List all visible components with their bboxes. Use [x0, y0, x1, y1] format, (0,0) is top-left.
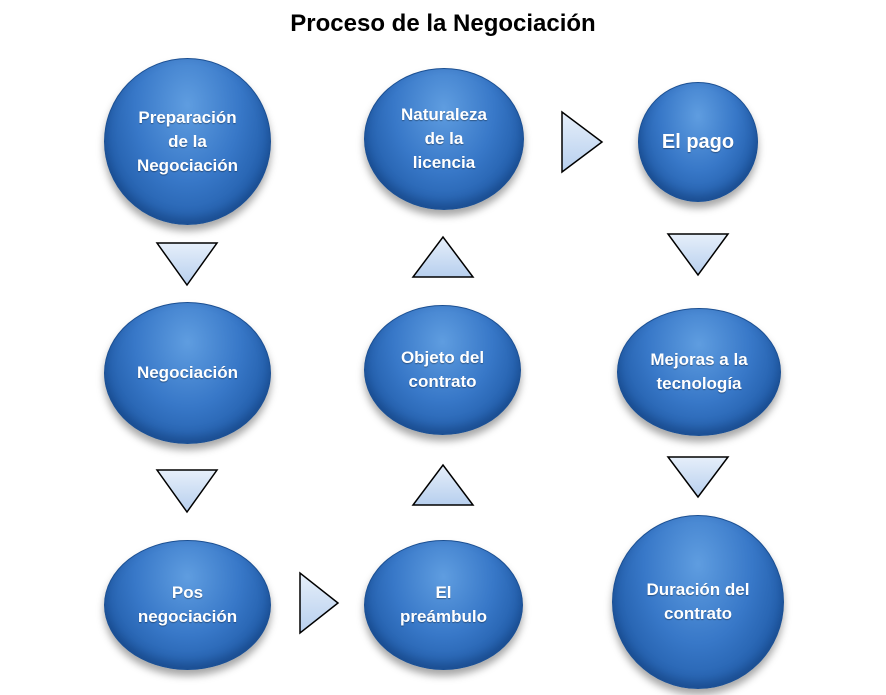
node-label: Duración del contrato	[646, 580, 750, 623]
arrow-up-1	[411, 463, 475, 506]
node-label: El pago	[661, 131, 735, 153]
node-negociacion: Negociación	[104, 302, 271, 444]
arrow-down-4	[666, 456, 730, 499]
node-naturaleza: Naturaleza de la licencia	[364, 68, 524, 210]
node-mejoras: Mejoras a la tecnología	[617, 308, 781, 436]
node-label: Naturaleza de la licencia	[401, 105, 487, 172]
node-label: El preámbulo	[400, 583, 487, 626]
arrow-right-1	[299, 571, 340, 635]
node-label: Objeto del contrato	[400, 348, 485, 391]
node-label: Mejoras a la tecnología	[650, 350, 748, 393]
arrow-right-2	[561, 110, 604, 174]
arrow-up-2	[411, 235, 475, 278]
node-preambulo: El preámbulo	[364, 540, 523, 670]
diagram-title: Proceso de la Negociación	[290, 10, 596, 37]
node-label: Preparación de la Negociación	[136, 107, 239, 175]
node-pago: El pago	[638, 82, 758, 202]
arrow-down-3	[666, 233, 730, 277]
node-objeto: Objeto del contrato	[364, 305, 521, 435]
node-pos-negociacion: Pos negociación	[104, 540, 271, 670]
node-preparacion: Preparación de la Negociación	[104, 58, 271, 225]
node-label: Pos negociación	[137, 583, 238, 626]
node-duracion: Duración del contrato	[612, 515, 784, 689]
arrow-down-1	[155, 242, 219, 287]
arrow-down-2	[155, 469, 219, 514]
node-label: Negociación	[136, 363, 239, 382]
